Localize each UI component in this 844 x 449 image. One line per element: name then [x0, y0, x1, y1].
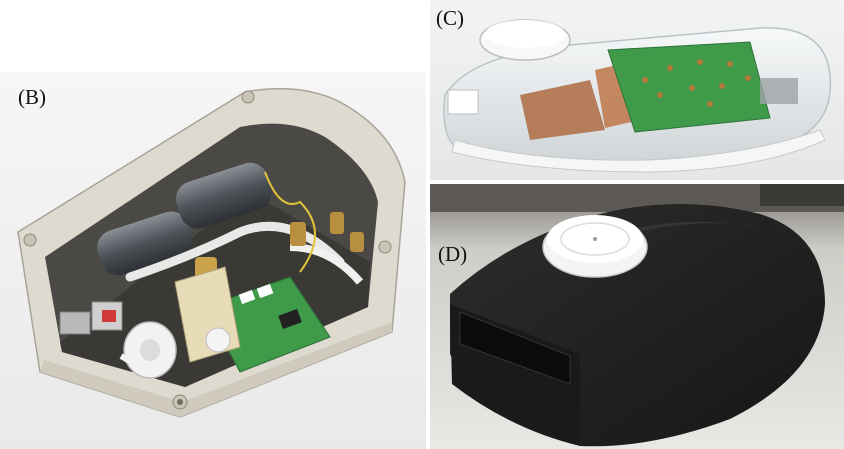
device-photo-image: [430, 184, 844, 449]
enclosure-render-image: [0, 72, 426, 449]
panel-label-c: (C): [436, 6, 464, 30]
panel-d-device-photo: (D): [430, 184, 844, 449]
device-render-image: [430, 0, 844, 180]
panel-b-enclosure-render: (B): [0, 72, 426, 449]
panel-label-b: (B): [18, 85, 46, 109]
panel-c-device-render: (C): [430, 0, 844, 180]
panel-label-d: (D): [438, 242, 468, 266]
